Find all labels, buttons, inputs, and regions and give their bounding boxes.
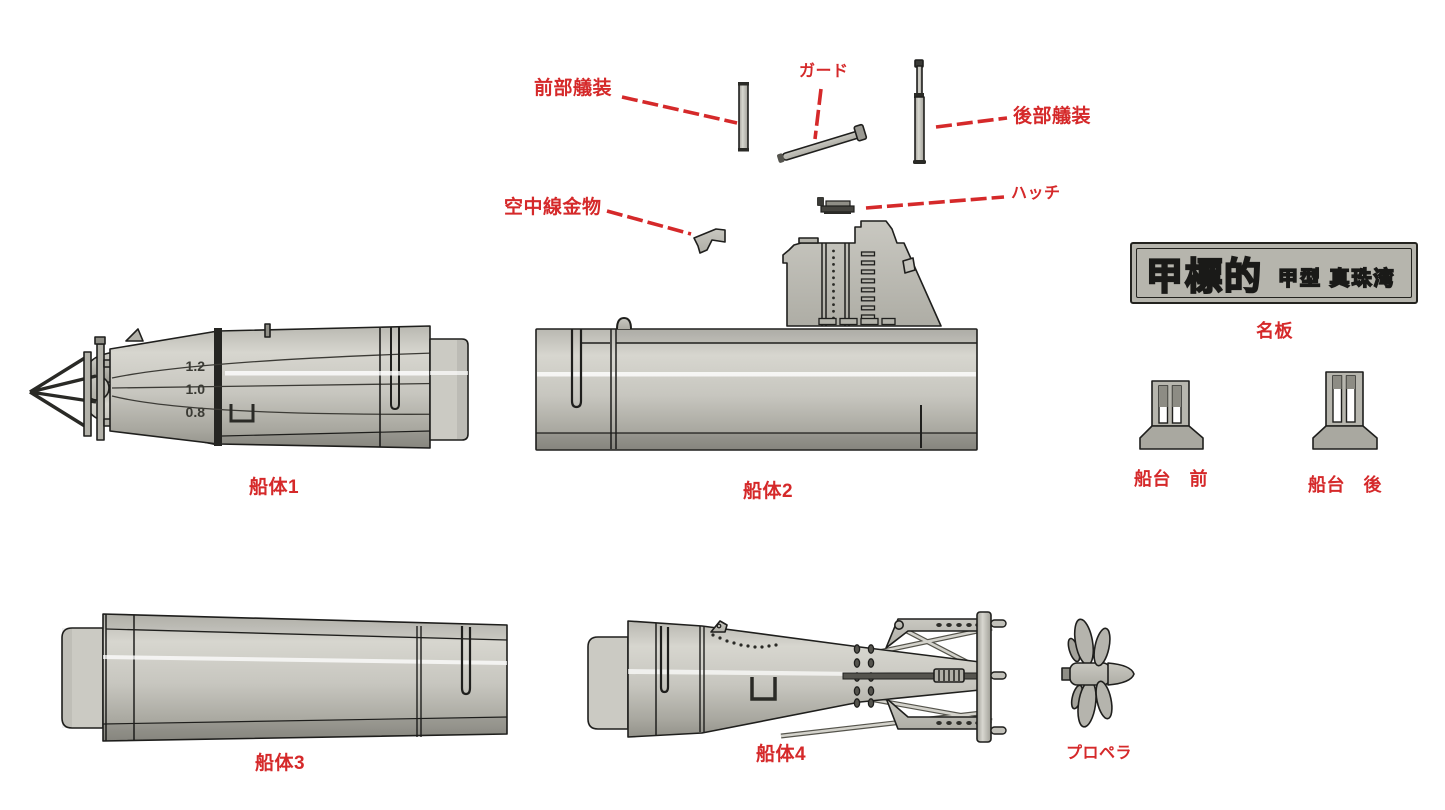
tower-base-plates xyxy=(818,317,896,326)
guard-part xyxy=(777,123,868,163)
stand-front-part xyxy=(1139,380,1204,450)
leader-lines xyxy=(606,88,1008,236)
nameplate-part: 甲標的 甲型 真珠湾 xyxy=(1130,242,1418,304)
stern-cables xyxy=(780,624,993,739)
antenna-fitting-part xyxy=(693,228,726,254)
front-fitting-part xyxy=(738,82,749,152)
label-hull1: 船体1 xyxy=(249,477,300,498)
hull1-part: 1.2 1.0 0.8 xyxy=(29,323,469,449)
hull4-part xyxy=(587,611,1007,743)
label-stand-rear: 船台 後 xyxy=(1308,475,1382,495)
leader-antenna xyxy=(606,209,692,236)
label-propeller: プロペラ xyxy=(1066,745,1133,762)
label-front-fitting: 前部艤装 xyxy=(534,78,613,99)
tower-ladder xyxy=(860,251,876,320)
depth-mark-08: 0.8 xyxy=(186,404,206,420)
rear-fitting-part xyxy=(913,59,926,164)
label-stand-front: 船台 前 xyxy=(1134,469,1208,489)
label-nameplate: 名板 xyxy=(1256,321,1293,341)
leader-hatch xyxy=(865,195,1005,210)
rivet-arc xyxy=(711,633,778,649)
label-hatch: ハッチ xyxy=(1011,185,1061,202)
stand-rear-part xyxy=(1312,371,1378,450)
label-hull2: 船体2 xyxy=(743,481,794,502)
nameplate-title: 甲標的 xyxy=(1145,255,1263,298)
leader-rear-fitting xyxy=(935,116,1008,129)
leader-guard xyxy=(813,88,823,140)
propeller-part xyxy=(1061,618,1135,728)
label-guard: ガード xyxy=(799,63,849,80)
depth-mark-10: 1.0 xyxy=(186,381,206,397)
leader-front-fitting xyxy=(621,95,738,125)
depth-mark-12: 1.2 xyxy=(186,358,206,374)
hatch-part xyxy=(817,197,855,214)
label-rear-fitting: 後部艤装 xyxy=(1013,106,1092,127)
nameplate-subtitle: 甲型 真珠湾 xyxy=(1277,267,1396,291)
frame-pegs xyxy=(990,619,1007,735)
label-hull3: 船体3 xyxy=(255,753,306,774)
label-antenna-fitting: 空中線金物 xyxy=(504,197,602,218)
hull3-part xyxy=(61,613,508,742)
label-hull4: 船体4 xyxy=(756,744,807,765)
hull2-part xyxy=(535,220,978,451)
